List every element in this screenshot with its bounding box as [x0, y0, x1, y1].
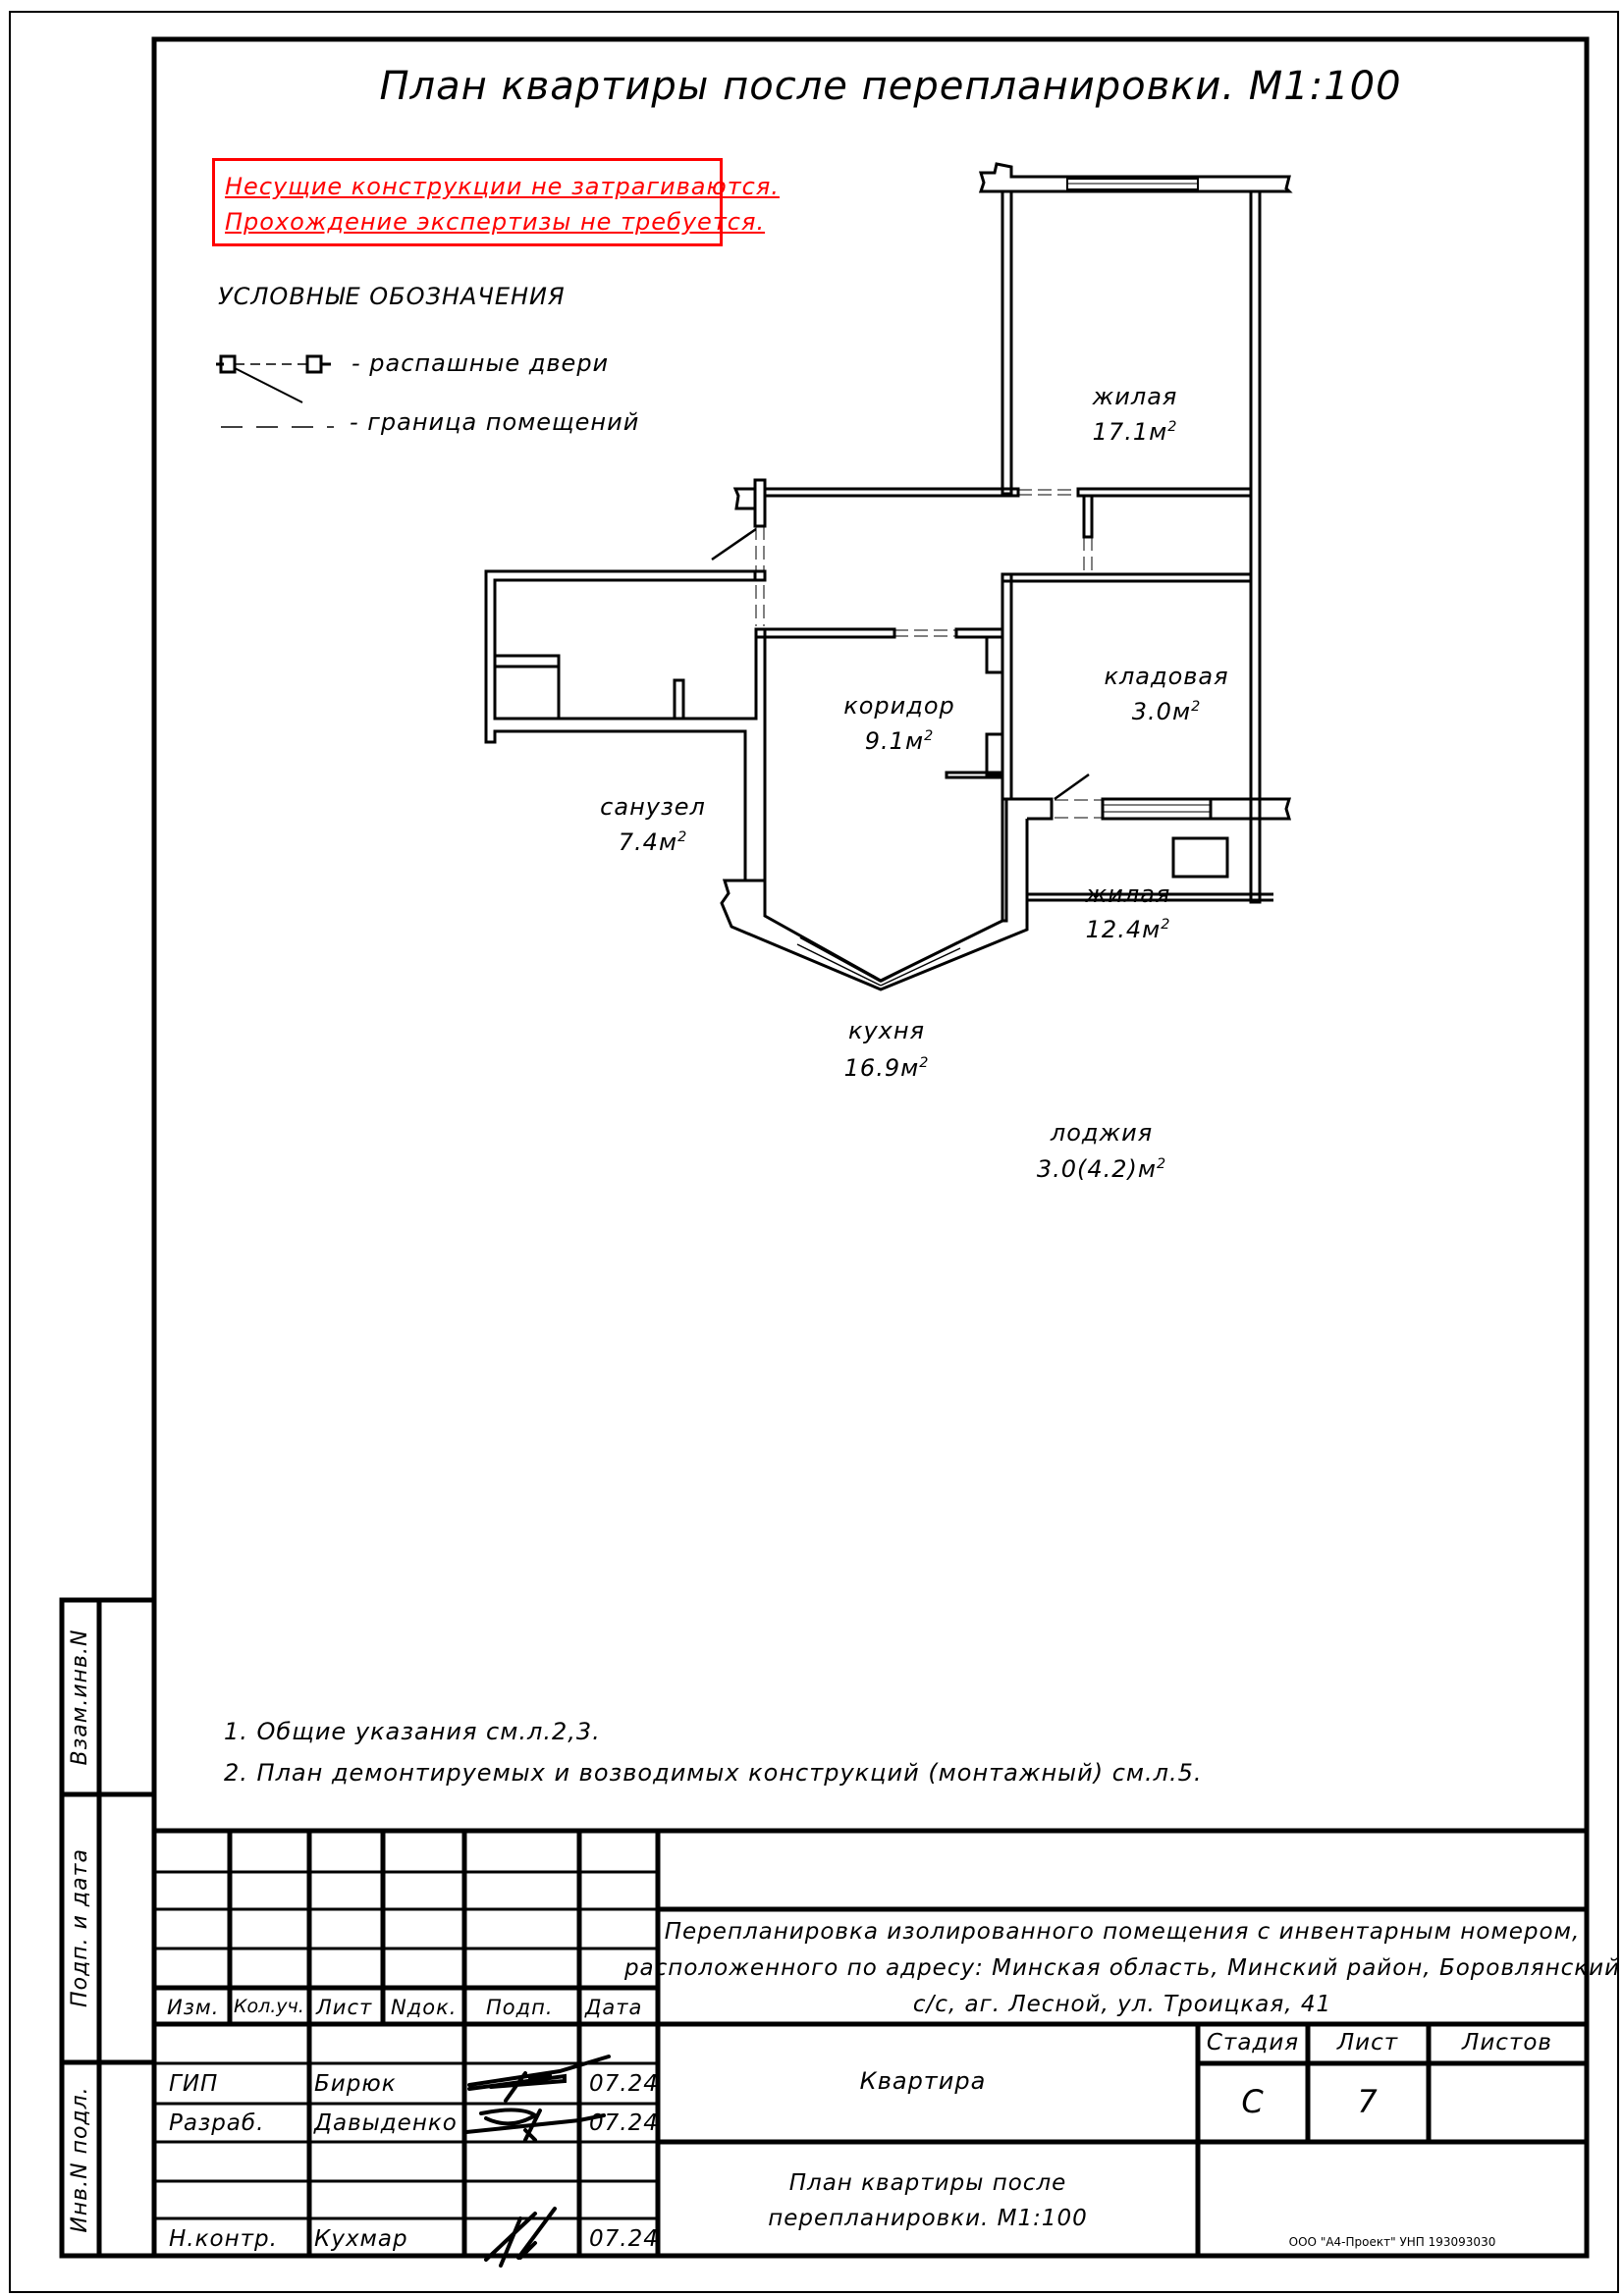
drawing-title-line: План квартиры после [788, 2170, 1067, 2196]
room-name: жилая [1085, 881, 1171, 908]
room-area: 16.9м2 [843, 1054, 930, 1082]
room-area: 3.0(4.2)м2 [1036, 1155, 1167, 1183]
room-name: жилая [1092, 383, 1178, 410]
person-name: Давыденко [314, 2110, 458, 2136]
sheet-header: Лист [1336, 2030, 1399, 2056]
room-area: 17.1м2 [1092, 418, 1178, 446]
project-line: с/с, аг. Лесной, ул. Троицкая, 41 [912, 1992, 1332, 2017]
header-cell: Изм. [167, 1996, 220, 2019]
date: 07.24 [589, 2226, 659, 2252]
sheet-value: 7 [1357, 2083, 1379, 2120]
title-block-grid [154, 1828, 1587, 2256]
notice-line: Прохождение экспертизы не требуется. [225, 208, 766, 236]
page-title: План квартиры после перепланировки. М1:1… [379, 64, 1402, 109]
signatures [464, 2055, 611, 2268]
legend-label-doors: - распашные двери [352, 349, 610, 377]
room-name: санузел [600, 793, 706, 821]
date: 07.24 [589, 2071, 659, 2097]
drawing-title-line: перепланировки. М1:100 [768, 2206, 1088, 2231]
side-stamp-grid [59, 1597, 157, 2259]
person-name: Кухмар [314, 2226, 408, 2252]
project-line: расположенного по адресу: Минская област… [623, 1955, 1621, 1981]
sheets-header: Листов [1462, 2030, 1552, 2056]
floor-plan [484, 162, 1293, 991]
project-line: Перепланировка изолированного помещения … [664, 1919, 1581, 1945]
note: 1. Общие указания см.л.2,3. [224, 1718, 601, 1745]
stage-value: С [1241, 2083, 1265, 2120]
legend-symbols [216, 354, 334, 428]
outer-border [9, 11, 1619, 2293]
project-description: Перепланировка изолированного помещения … [624, 1914, 1620, 2023]
notice-line: Несущие конструкции не затрагиваются. [225, 173, 780, 200]
role: Разраб. [169, 2110, 265, 2136]
side-stamp-label: Подп. и дата [68, 1848, 92, 2007]
swing-door-icon [216, 354, 331, 403]
header-cell: Подп. [486, 1996, 554, 2019]
role: Н.контр. [169, 2226, 278, 2252]
legend-title: УСЛОВНЫЕ ОБОЗНАЧЕНИЯ [218, 283, 566, 310]
person-name: Бирюк [314, 2071, 397, 2097]
drawing-title: План квартиры после перепланировки. М1:1… [768, 2165, 1088, 2236]
room-area: 3.0м2 [1131, 698, 1202, 725]
company-label: ООО "А4-Проект" УНП 193093030 [1288, 2235, 1496, 2249]
note: 2. План демонтируемых и возводимых конст… [224, 1759, 1203, 1787]
date: 07.24 [589, 2110, 659, 2136]
room-name: кладовая [1104, 663, 1229, 690]
room-area: 7.4м2 [618, 828, 688, 856]
header-cell: Лист [316, 1996, 373, 2019]
notice-box: Несущие конструкции не затрагиваются. Пр… [212, 158, 780, 246]
main-frame [151, 36, 1590, 2259]
role: ГИП [169, 2071, 219, 2097]
side-stamp-label: Инв.N подл. [68, 2086, 92, 2233]
room-area: 12.4м2 [1085, 916, 1171, 943]
room-name: кухня [847, 1017, 926, 1044]
room-name: лоджия [1050, 1119, 1154, 1147]
legend-label-boundary: - граница помещений [350, 408, 640, 436]
header-cell: Кол.уч. [234, 1996, 304, 2017]
header-cell: Дата [585, 1996, 643, 2019]
room-area: 9.1м2 [864, 727, 935, 755]
room-name: коридор [843, 692, 955, 720]
header-cell: Nдок. [391, 1996, 458, 2019]
stage-header: Стадия [1206, 2030, 1300, 2056]
object-name: Квартира [859, 2067, 987, 2095]
side-stamp-label: Взам.инв.N [68, 1629, 92, 1766]
